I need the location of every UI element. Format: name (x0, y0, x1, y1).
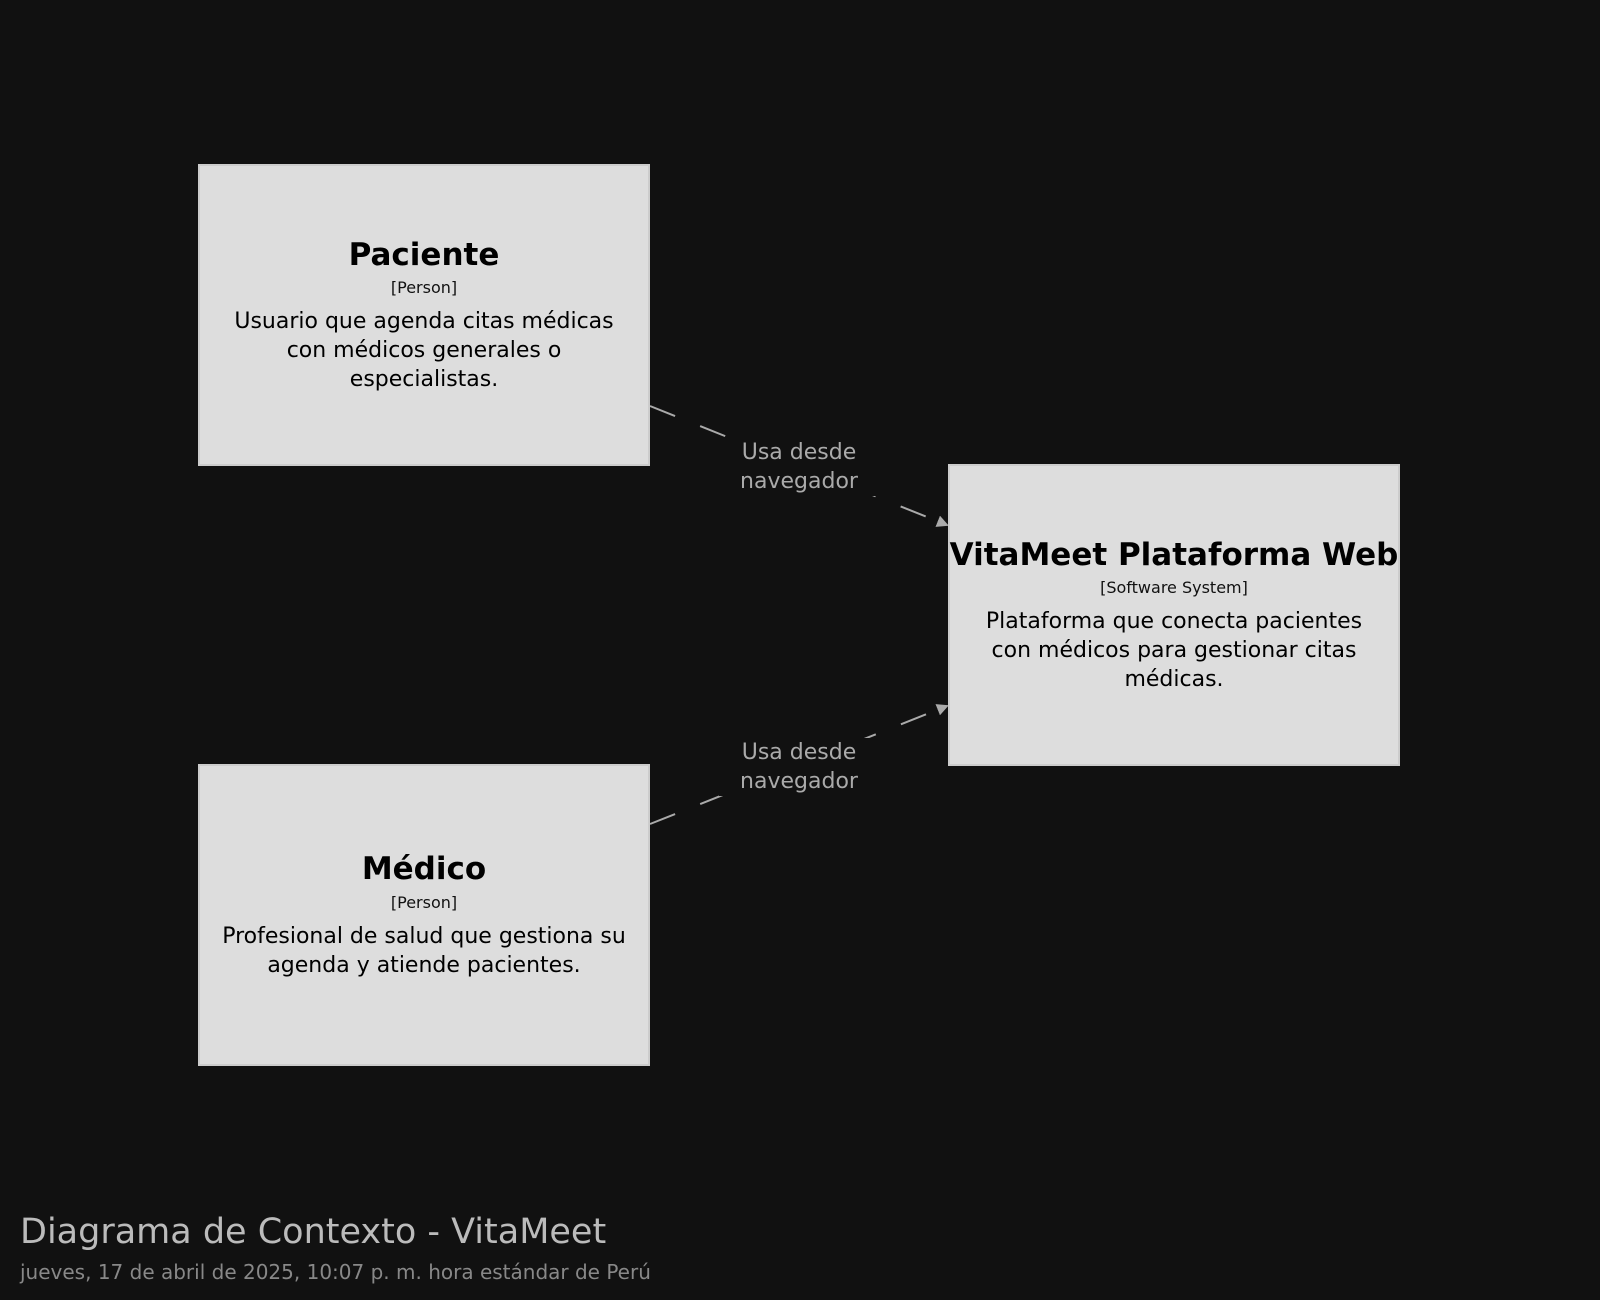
diagram-subtitle: jueves, 17 de abril de 2025, 10:07 p. m.… (20, 1260, 651, 1284)
node-medico-name: Médico (361, 851, 487, 888)
node-paciente-description: Usuario que agenda citas médicas con méd… (234, 309, 614, 393)
node-medico-type: [Person] (390, 892, 458, 912)
node-paciente-name: Paciente (348, 236, 500, 273)
node-medico-description: Profesional de salud que gestiona su age… (222, 923, 626, 978)
node-vitameet-type: [Software System] (1100, 578, 1248, 598)
node-medico[interactable]: Médico [Person] Profesional de salud que… (198, 764, 650, 1066)
edge-label-medico: Usa desde navegador (719, 738, 879, 796)
node-vitameet-name: VitaMeet Plataforma Web (949, 536, 1399, 573)
node-vitameet-description: Plataforma que conecta pacientes con méd… (985, 609, 1363, 693)
node-vitameet[interactable]: VitaMeet Plataforma Web [Software System… (948, 464, 1400, 766)
node-paciente-type: [Person] (390, 278, 458, 298)
node-paciente[interactable]: Paciente [Person] Usuario que agenda cit… (198, 164, 650, 466)
diagram-title: Diagrama de Contexto - VitaMeet (20, 1212, 607, 1252)
edge-label-paciente: Usa desde navegador (719, 438, 879, 496)
